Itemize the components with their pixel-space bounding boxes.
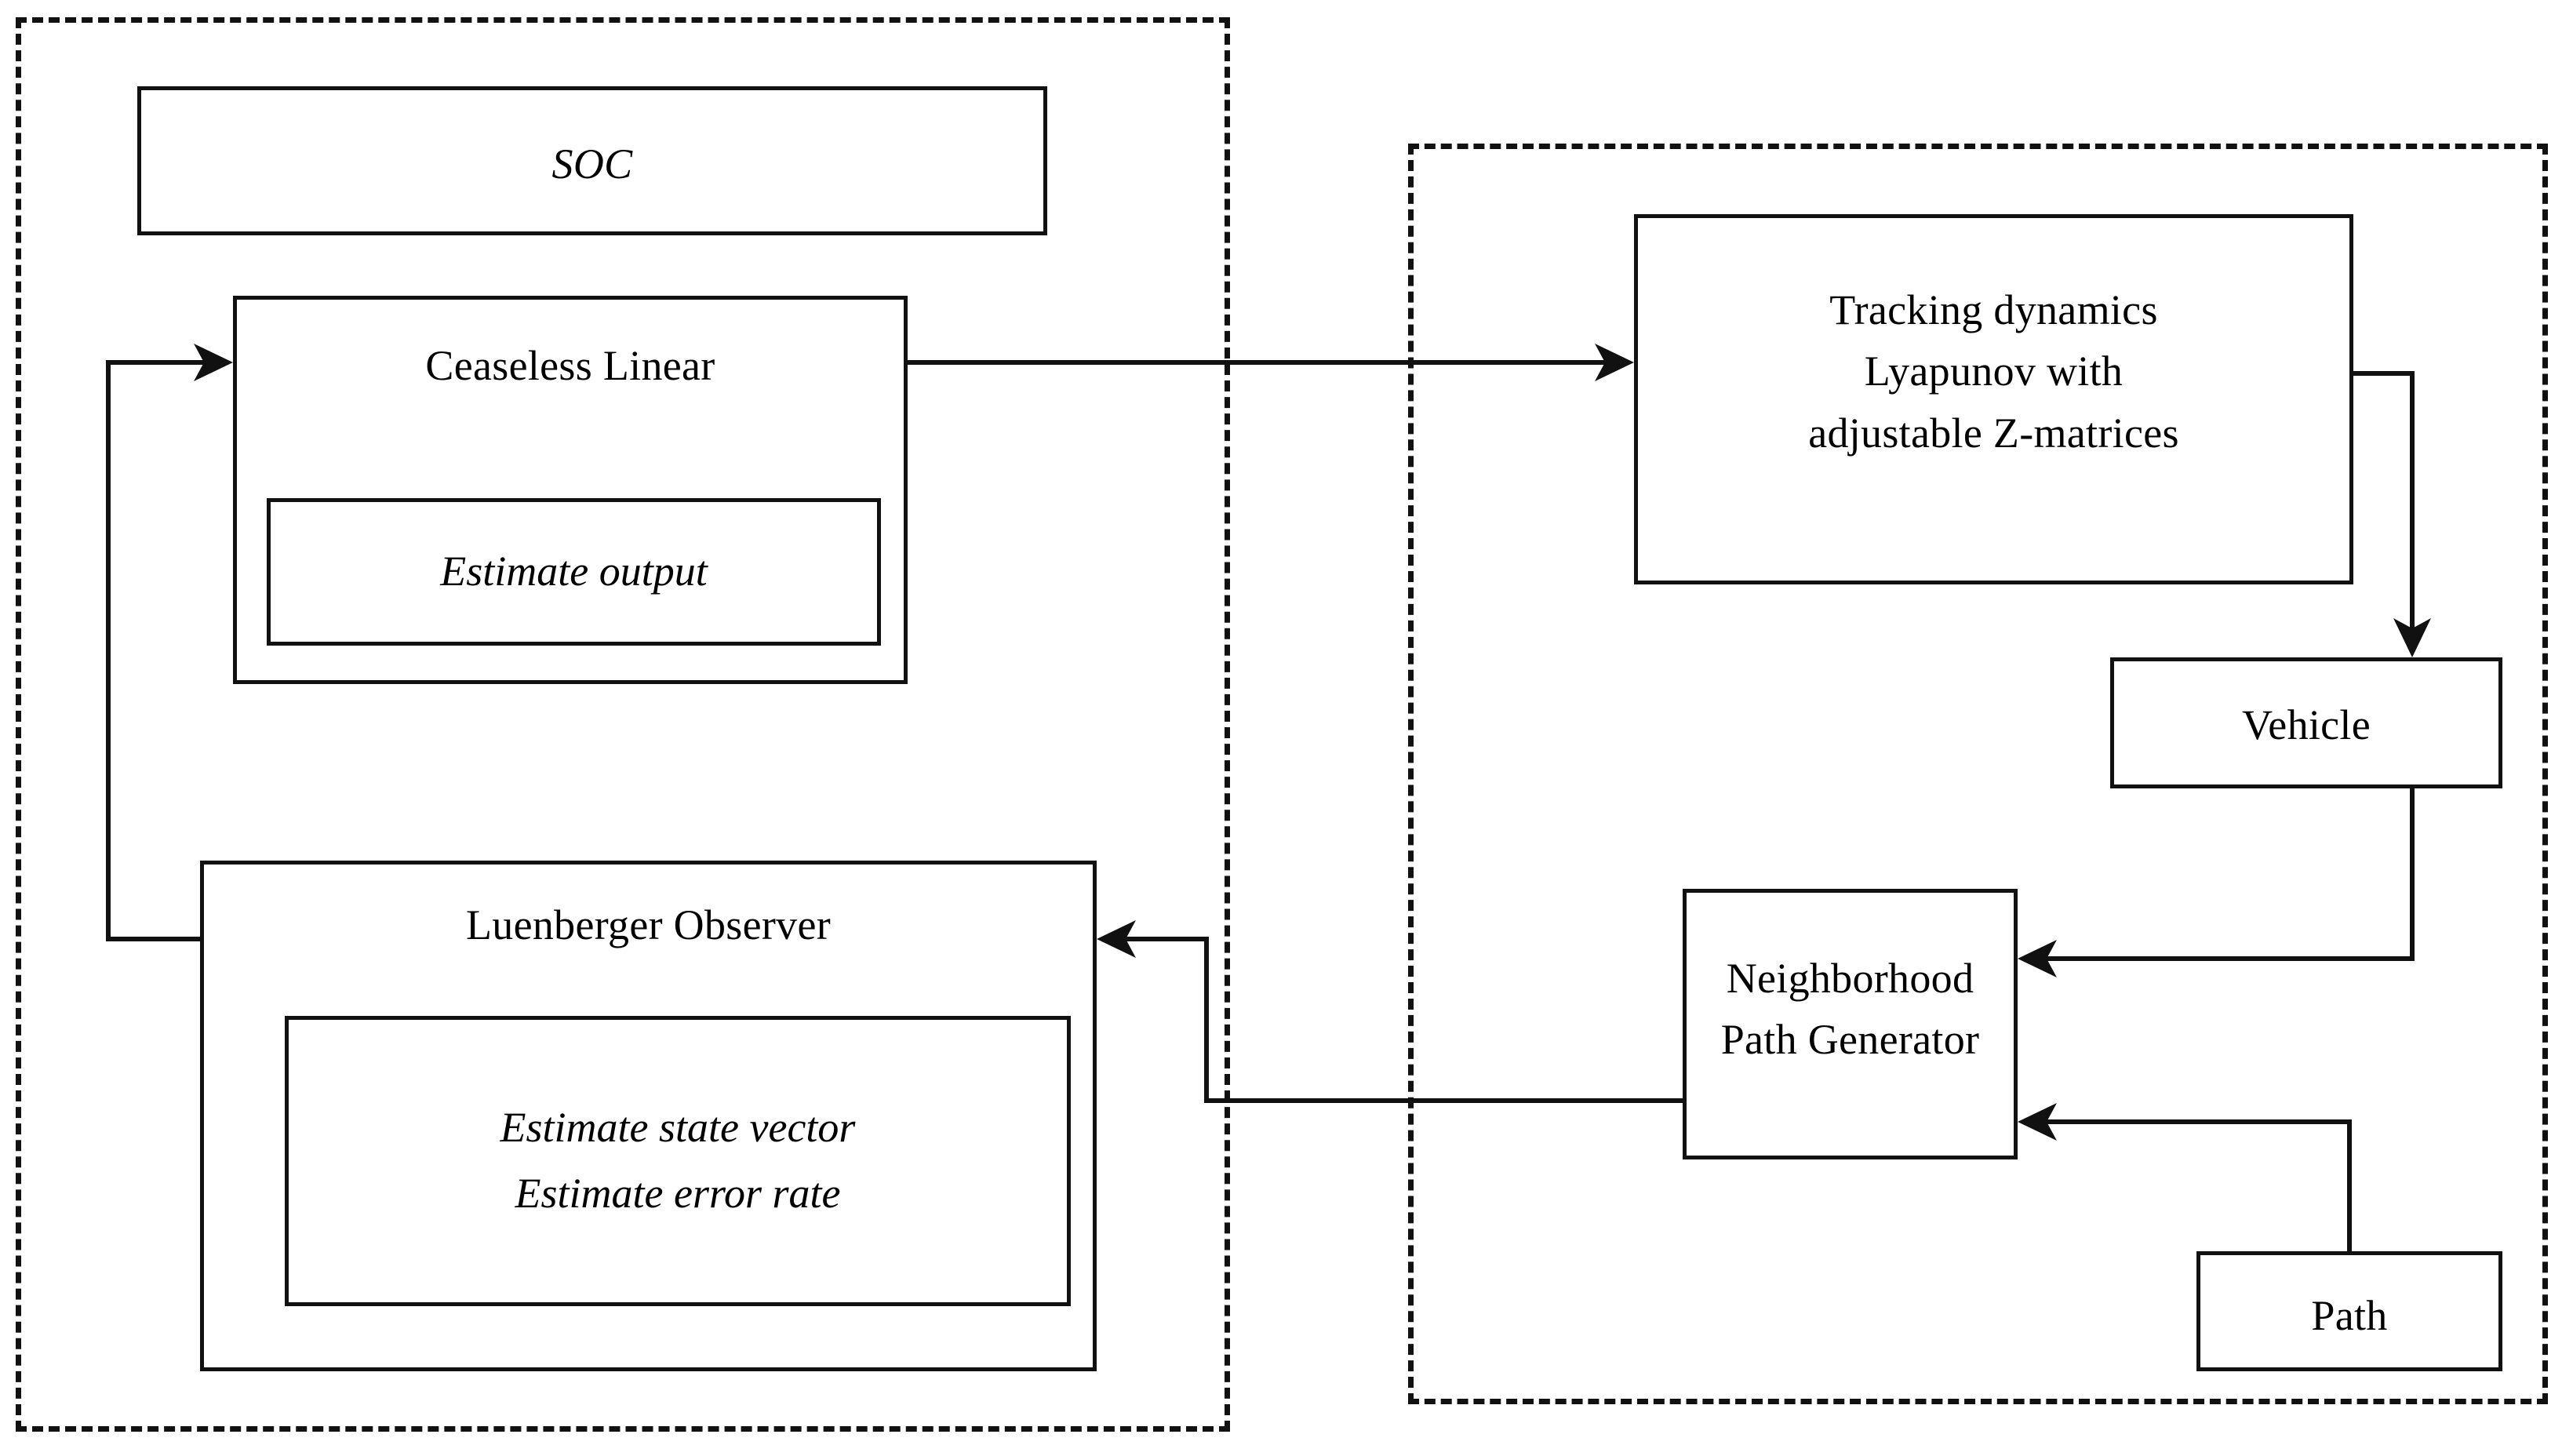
node-estimate-state-error[interactable]: Estimate state vector Estimate error rat… [285, 1016, 1071, 1306]
control-region-boundary [1408, 144, 2548, 1404]
node-soc-label: SOC [551, 140, 633, 187]
node-luenberger-observer[interactable]: Luenberger Observer Estimate state vecto… [200, 861, 1097, 1371]
node-tracking-dynamics-label: Tracking dynamics Lyapunov with adjustab… [1808, 286, 2179, 457]
node-estimate-state-error-label: Estimate state vector Estimate error rat… [500, 1104, 856, 1217]
node-path-label: Path [2311, 1292, 2388, 1339]
node-soc[interactable]: SOC [137, 86, 1047, 235]
node-vehicle-label: Vehicle [2241, 701, 2371, 748]
node-ceaseless-linear-label: Ceaseless Linear [425, 342, 715, 389]
node-vehicle[interactable]: Vehicle [2110, 657, 2502, 788]
node-ceaseless-linear[interactable]: Ceaseless Linear Estimate output [233, 296, 908, 684]
node-luenberger-observer-label: Luenberger Observer [466, 901, 831, 948]
estimation-region-boundary [16, 17, 1230, 1432]
node-estimate-output[interactable]: Estimate output [267, 498, 881, 646]
node-path[interactable]: Path [2196, 1251, 2502, 1371]
node-neighborhood-path-generator-label: Neighborhood Path Generator [1720, 955, 1980, 1064]
node-tracking-dynamics[interactable]: Tracking dynamics Lyapunov with adjustab… [1634, 214, 2353, 584]
node-estimate-output-label: Estimate output [440, 548, 708, 595]
node-neighborhood-path-generator[interactable]: Neighborhood Path Generator [1683, 889, 2018, 1159]
